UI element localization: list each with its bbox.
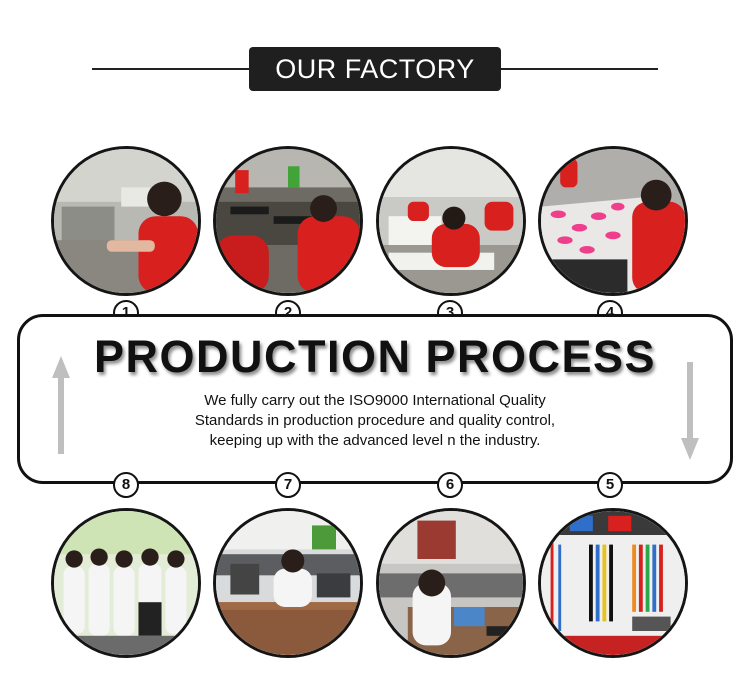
page-title: OUR FACTORY [249,47,501,91]
step-number-6: 6 [437,472,463,498]
photo-step-7 [213,508,363,658]
title-line-left [92,68,249,70]
step-number-5: 5 [597,472,623,498]
title-line-right [501,68,658,70]
arrow-up-icon [52,356,70,454]
process-description: We fully carry out the ISO9000 Internati… [194,392,556,449]
photo-step-3 [376,146,526,296]
step-number-7: 7 [275,472,301,498]
process-box [17,314,733,484]
photo-step-8 [51,508,201,658]
arrow-down-icon [681,362,699,460]
photo-step-6 [376,508,526,658]
step-number-8: 8 [113,472,139,498]
photo-step-5 [538,508,688,658]
photo-step-2 [213,146,363,296]
photo-step-4 [538,146,688,296]
photo-step-1 [51,146,201,296]
process-title: PRODUCTION PROCESS [93,331,657,382]
